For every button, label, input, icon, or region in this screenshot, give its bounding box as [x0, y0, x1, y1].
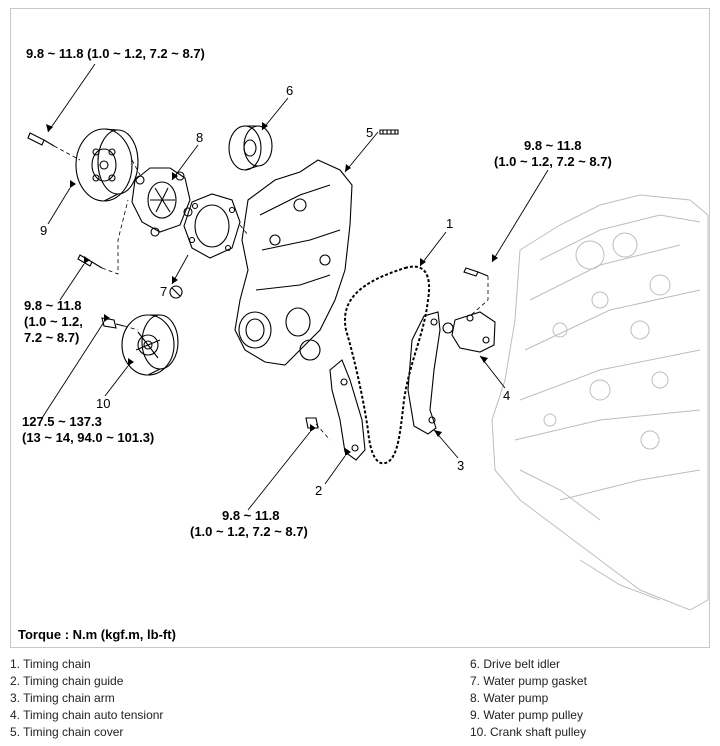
- torque-label-left-line2: (1.0 ~ 1.2,: [24, 314, 83, 329]
- callout-2: 2: [315, 483, 323, 498]
- torque-label-left-line3: 7.2 ~ 8.7): [24, 330, 80, 345]
- water-pump-gasket: [183, 193, 241, 259]
- torque-label-left-line1: 9.8 ~ 11.8: [24, 298, 82, 313]
- pulley-bolt: [27, 132, 55, 147]
- callout-7: 7: [160, 284, 168, 299]
- legend-item: 6. Drive belt idler: [470, 657, 561, 671]
- timing-chain-guide: [329, 359, 366, 461]
- no-reuse-icon: [169, 285, 183, 299]
- guide-bolt: [305, 417, 319, 429]
- timing-chain-cover: [234, 159, 353, 366]
- torque-label-crank-line2: (13 ~ 14, 94.0 ~ 101.3): [22, 430, 155, 445]
- torque-label-tensioner-line1: 9.8 ~ 11.8: [524, 138, 582, 153]
- callout-1: 1: [446, 216, 454, 231]
- cover-bolt: [379, 129, 399, 135]
- legend-item: 2. Timing chain guide: [10, 674, 124, 688]
- drive-belt-idler: [228, 125, 273, 171]
- torque-label-crank-line1: 127.5 ~ 137.3: [22, 414, 102, 429]
- torque-unit-note: Torque : N.m (kgf.m, lb-ft): [18, 627, 176, 642]
- torque-label-guide-line2: (1.0 ~ 1.2, 7.2 ~ 8.7): [190, 524, 308, 539]
- callout-10: 10: [96, 396, 111, 411]
- crankshaft-pulley: [121, 314, 179, 376]
- engine-block: [491, 194, 709, 611]
- water-pump-pulley: [75, 128, 139, 202]
- legend-item: 7. Water pump gasket: [470, 674, 587, 688]
- legend-item: 4. Timing chain auto tensionr: [10, 708, 164, 722]
- callout-4: 4: [503, 388, 511, 403]
- callout-6: 6: [286, 83, 294, 98]
- auto-tensioner: [442, 311, 496, 353]
- legend-item: 1. Timing chain: [10, 657, 91, 671]
- callout-5: 5: [366, 125, 374, 140]
- arrow-heads: [46, 122, 498, 456]
- assembly-lines: [53, 145, 489, 441]
- left-bolt: [77, 254, 103, 269]
- callout-8: 8: [196, 130, 204, 145]
- callout-3: 3: [457, 458, 465, 473]
- timing-chain: [344, 265, 430, 465]
- torque-label-pulley-bolt: 9.8 ~ 11.8 (1.0 ~ 1.2, 7.2 ~ 8.7): [26, 46, 205, 61]
- torque-label-tensioner-line2: (1.0 ~ 1.2, 7.2 ~ 8.7): [494, 154, 612, 169]
- leader-lines: [41, 63, 549, 511]
- legend-item: 9. Water pump pulley: [470, 708, 583, 722]
- timing-chain-arm: [407, 311, 441, 435]
- torque-label-guide-line1: 9.8 ~ 11.8: [222, 508, 280, 523]
- legend-item: 10. Crank shaft pulley: [470, 725, 587, 739]
- callout-9: 9: [40, 223, 48, 238]
- tensioner-bolt: [463, 267, 489, 277]
- legend-right: 6. Drive belt idler 7. Water pump gasket…: [470, 656, 587, 741]
- water-pump: [131, 167, 193, 237]
- legend-left: 1. Timing chain 2. Timing chain guide 3.…: [10, 656, 163, 741]
- legend-item: 5. Timing chain cover: [10, 725, 124, 739]
- legend-item: 3. Timing chain arm: [10, 691, 115, 705]
- legend-item: 8. Water pump: [470, 691, 549, 705]
